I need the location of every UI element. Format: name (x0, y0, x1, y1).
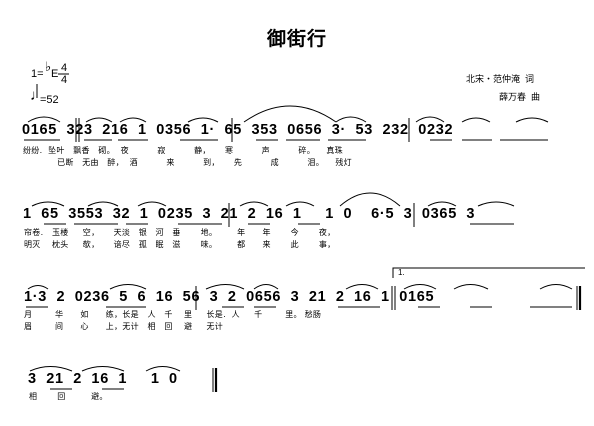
lyricist-credit: 北宋・范仲淹 词 (466, 74, 535, 84)
notation-line-4: 3 21 2 16 1 1 0 (28, 371, 178, 387)
lyrics-line-1-verse-2: 已断 无由 醉， 酒 来 到， 先 成 泪。 残灯 (23, 158, 352, 167)
notation-line-1: 0165 323 216 1 0356 1· 65 353 0656 3· 53… (22, 122, 454, 138)
composer-credit: 薛万春 曲 (499, 92, 541, 102)
volta-label: 1. (398, 268, 405, 277)
lyrics-line-2-verse-1: 帘卷. 玉楼 空， 天淡 银 河 垂 地。 年 年 今 夜， (24, 228, 336, 237)
volta-bracket (392, 267, 585, 278)
lyrics-line-4-verse-1: 相 回 避。 (29, 392, 108, 401)
lyrics-line-3-verse-2: 眉 间 心 上，无计 相 回 避 无计 (24, 322, 224, 331)
key-tonic: E (51, 68, 59, 80)
lyrics-line-2-verse-2: 明灭 枕头 欹， 谙尽 孤 眠 滋 味。 都 来 此 事， (24, 240, 336, 249)
lyrics-line-3-verse-1: 月 华 如 练，长是 人 千 里 长是. 人 千 里。 愁肠 (24, 310, 322, 319)
notation-line-2: 1 65 3553 32 1 0235 3 21 2 16 1 1 0 6·5 … (23, 206, 476, 222)
key-prefix: 1= (31, 68, 44, 80)
song-title: 御街行 (266, 28, 327, 50)
flat-sign: ♭ (45, 59, 52, 74)
notation-line-3: 1·3 2 0236 5 6 16 56 3 2 0656 3 21 2 16 … (24, 289, 435, 305)
tempo-marking: =52 (40, 94, 59, 106)
time-signature-bottom: 4 (61, 74, 68, 86)
time-signature-top: 4 (61, 62, 68, 74)
lyrics-line-1-verse-1: 纷纷. 坠叶 飘香 砌。 夜 寂 静， 寒 声 碎。 真珠 (23, 146, 343, 155)
